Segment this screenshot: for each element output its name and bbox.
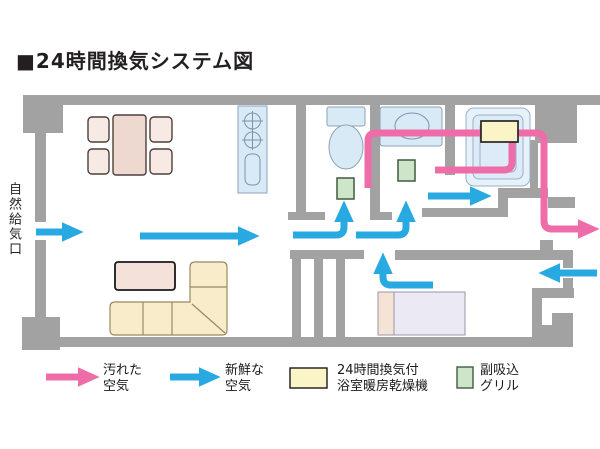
- diagram-title: ■24時間換気システム図: [16, 49, 255, 73]
- legend-heater-swatch: [289, 367, 328, 389]
- legend-grille-label: 副吸込 グリル: [480, 363, 520, 394]
- dirty-air-branch-path: [435, 141, 516, 174]
- coffee-table-icon: [114, 261, 176, 291]
- sofa-icon: [109, 261, 228, 336]
- legend-dirty-air-label: 汚れた 空気: [103, 363, 143, 394]
- toilet-icon: [326, 106, 366, 170]
- toilet-suction-grille-icon: [336, 177, 355, 200]
- bed-icon: [377, 291, 466, 336]
- legend-fresh-air-label: 新鮮な 空気: [225, 363, 265, 394]
- legend-grille-swatch: [456, 366, 474, 389]
- dining-table-icon: [87, 114, 173, 176]
- walls: [22, 95, 600, 350]
- dirty-air-duct-path: [364, 129, 600, 239]
- bathtub-icon: [465, 107, 531, 187]
- washroom-suction-grille-icon: [397, 159, 416, 182]
- natural-intake-label: 自然給気口: [6, 182, 21, 257]
- legend-heater-label: 24時間換気付 浴室暖房乾燥機: [337, 363, 429, 394]
- washbasin-icon: [379, 106, 443, 147]
- fresh-air-arrows: [36, 186, 597, 289]
- fresh-air-arrow-to-washroom: [356, 200, 416, 239]
- kitchen-counter-icon: [237, 105, 268, 194]
- fresh-air-arrow-bedroom-up: [373, 252, 433, 289]
- heater-dryer-unit-icon: [480, 120, 519, 143]
- fresh-air-arrow-to-toilet: [293, 200, 354, 239]
